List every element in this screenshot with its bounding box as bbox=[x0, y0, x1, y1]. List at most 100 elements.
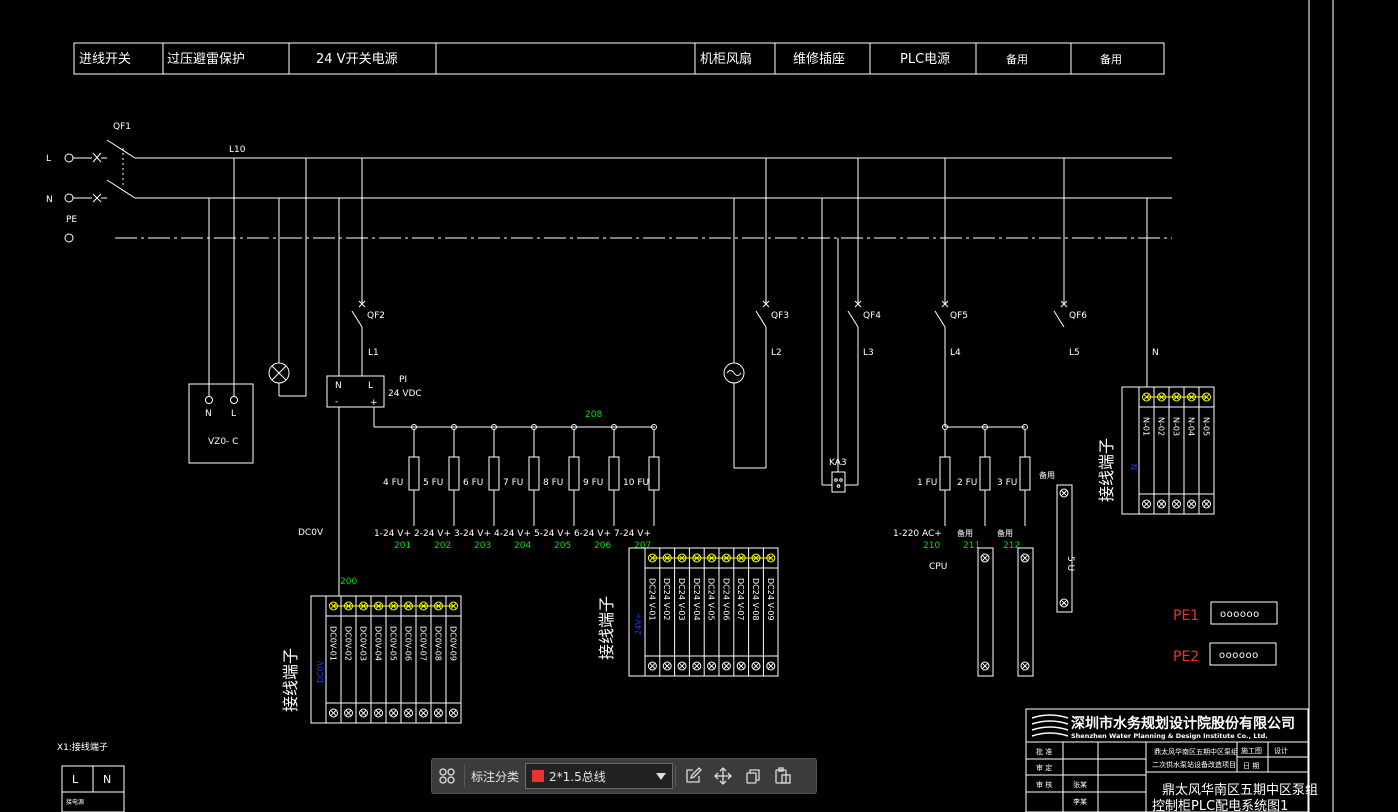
label: 210 bbox=[923, 541, 940, 551]
dc24-fuse: 10 FU7-24 V+207 bbox=[614, 424, 660, 551]
pe2-label: PE2 bbox=[1173, 649, 1199, 665]
label: 6 FU bbox=[463, 478, 483, 488]
x1-title: X1:接线端子 bbox=[57, 741, 108, 753]
label: DC0V-08 bbox=[434, 626, 443, 661]
dc0-label: DC0V bbox=[298, 528, 324, 538]
input-n-label: N bbox=[46, 195, 53, 205]
x1-n: N bbox=[103, 773, 111, 786]
label: DC24 V-04 bbox=[692, 578, 701, 621]
terminal-n-tag: N bbox=[1130, 464, 1139, 470]
main-bus bbox=[64, 139, 1172, 243]
header-cell: 机柜风扇 bbox=[700, 51, 752, 67]
label: DC24 V-08 bbox=[751, 578, 760, 621]
label: DC0V-02 bbox=[344, 626, 353, 661]
qf5-label: QF5 bbox=[950, 311, 968, 321]
qf1-label: QF1 bbox=[113, 122, 131, 132]
label: 206 bbox=[594, 541, 611, 551]
label: 1 FU bbox=[917, 478, 937, 488]
edit-icon[interactable] bbox=[678, 761, 708, 791]
label: N-01 bbox=[1142, 417, 1151, 436]
dc24-fuse: 5 FU2-24 V+202 bbox=[414, 424, 460, 551]
label: 9 FU bbox=[583, 478, 603, 488]
pe1-label: PE1 bbox=[1173, 608, 1199, 624]
company-logo-icon bbox=[1031, 714, 1069, 737]
label: 7-24 V+ bbox=[614, 529, 651, 539]
indicator-lamp bbox=[268, 158, 307, 397]
toolbar-divider bbox=[675, 765, 677, 787]
label: DC0V-03 bbox=[359, 626, 368, 661]
label: 202 bbox=[434, 541, 451, 551]
spare-circuit bbox=[1053, 158, 1073, 613]
terminal-24-title: 接线端子 bbox=[597, 596, 616, 660]
dc24-fuse: 7 FU4-24 V+204 bbox=[494, 424, 540, 551]
annotation-toolbar: 标注分类 2*1.5总线 bbox=[431, 758, 817, 794]
x1-terminal: X1:接线端子 L N 接电源 bbox=[57, 741, 125, 812]
label: DC24 V-05 bbox=[707, 578, 716, 621]
surge-n: N bbox=[205, 409, 212, 419]
label: DC24 V-07 bbox=[736, 578, 745, 621]
tb-date: 日 期 bbox=[1243, 762, 1259, 770]
pe2-dots: oooooo bbox=[1219, 650, 1259, 661]
pe1-dots: oooooo bbox=[1220, 609, 1260, 620]
label: 5 FU bbox=[423, 478, 443, 488]
header-cell: 过压避雷保护 bbox=[167, 52, 245, 67]
service-socket bbox=[821, 158, 862, 493]
dc24-fuse: 6 FU3-24 V+203 bbox=[454, 424, 500, 551]
plc-fuse: 1 FU 1-220 AC+ 210 bbox=[893, 424, 951, 551]
label: DC24 V-03 bbox=[677, 578, 686, 621]
ka3-label: KA3 bbox=[829, 458, 847, 468]
label: 7 FU bbox=[503, 478, 523, 488]
label: N-03 bbox=[1172, 417, 1181, 436]
label: DC0V-06 bbox=[404, 626, 413, 661]
company-name-en: Shenzhen Water Planning & Design Institu… bbox=[1071, 732, 1268, 740]
header-cell: 进线开关 bbox=[79, 52, 131, 67]
surge-name: VZ0- C bbox=[208, 437, 238, 447]
grid-icon[interactable] bbox=[432, 761, 462, 791]
annotation-category-select[interactable]: 2*1.5总线 bbox=[525, 763, 674, 789]
label: 1-220 AC+ bbox=[893, 529, 942, 539]
label: DC24 V-01 bbox=[647, 578, 656, 621]
dc24-fuse: 9 FU6-24 V+206 bbox=[574, 424, 620, 551]
psu-rating: 24 VDC bbox=[388, 389, 422, 399]
qf4-label: QF4 bbox=[863, 311, 881, 321]
surge-protector bbox=[188, 158, 254, 464]
annotation-category-value: 2*1.5总线 bbox=[549, 769, 606, 784]
psu-minus: - bbox=[335, 397, 338, 407]
label: DC0V-04 bbox=[374, 626, 383, 661]
tb-drawing-sub: 控制柜PLC配电系统图1 bbox=[1152, 799, 1288, 812]
qf2-label: QF2 bbox=[367, 311, 385, 321]
copy-icon[interactable] bbox=[738, 761, 768, 791]
l2-label: L2 bbox=[771, 348, 782, 358]
label: DC0V-07 bbox=[419, 626, 428, 661]
plc-power bbox=[934, 158, 1025, 428]
terminal-dc0-title: 接线端子 bbox=[281, 648, 300, 712]
x1-l: L bbox=[72, 773, 79, 786]
cabinet-fan bbox=[723, 158, 770, 469]
move-icon[interactable] bbox=[708, 761, 738, 791]
paste-icon[interactable] bbox=[768, 761, 798, 791]
label: 备用 bbox=[957, 528, 973, 538]
label: 4 FU bbox=[383, 478, 403, 488]
psu-n: N bbox=[335, 381, 342, 391]
terminal-24-tag: 24V+ bbox=[634, 613, 643, 635]
l10-label: L10 bbox=[229, 145, 246, 155]
tb-num: 设计 bbox=[1274, 746, 1288, 755]
qf6-label: QF6 bbox=[1069, 311, 1087, 321]
l4-label: L4 bbox=[950, 348, 961, 358]
input-l-label: L bbox=[46, 154, 51, 164]
psu-plus: + bbox=[370, 398, 378, 408]
header-cell: 维修插座 bbox=[793, 52, 845, 67]
label: 203 bbox=[474, 541, 491, 551]
spare-fuse-label: 5 U bbox=[1065, 556, 1075, 571]
header-cell: 备用 bbox=[1100, 52, 1122, 66]
header-cell: 备用 bbox=[1006, 52, 1028, 66]
terminal-n-title: 接线端子 bbox=[1097, 438, 1116, 502]
title-block: 深圳市水务规划设计院股份有限公司 Shenzhen Water Planning… bbox=[1025, 708, 1318, 812]
tb-row: 审 核 bbox=[1036, 780, 1052, 789]
l5-label: L5 bbox=[1069, 348, 1080, 358]
